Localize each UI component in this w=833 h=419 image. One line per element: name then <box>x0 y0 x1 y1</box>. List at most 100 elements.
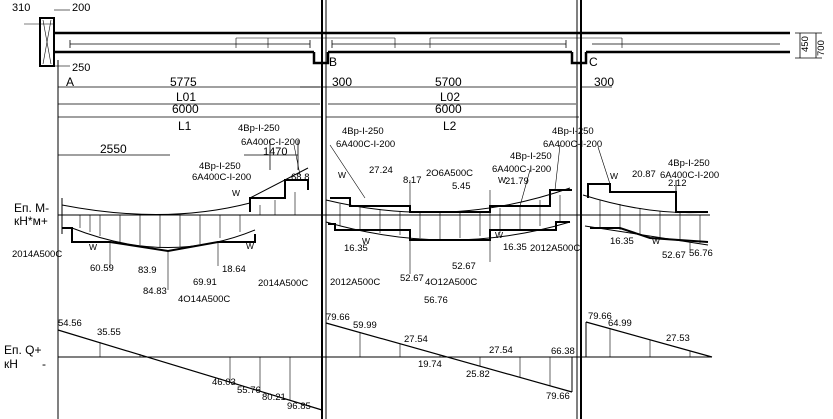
shear-27-54-a: 27.54 <box>404 334 428 345</box>
moment-label-1: Еп. М- <box>14 201 49 215</box>
shear-59-99: 59.99 <box>353 320 377 331</box>
shear-66-38: 66.38 <box>551 346 575 357</box>
rebar-w-7: W <box>362 236 370 246</box>
rebar-s6a: 4Вр-I-250 <box>668 158 710 169</box>
support-c: C <box>589 55 598 69</box>
shear-64-99: 64.99 <box>608 318 632 329</box>
moment-18-64: 18.64 <box>222 264 246 275</box>
dim-700: 700 <box>816 40 827 56</box>
moment-20-87: 20.87 <box>632 169 656 180</box>
rebar-s5b: 6А400С-I-200 <box>543 139 602 150</box>
rebar-b1: 2014А500С <box>12 249 62 260</box>
dim-310: 310 <box>12 2 30 14</box>
rebar-b6: 4О12А500С <box>425 277 477 288</box>
moment-83-9: 83.9 <box>138 265 157 276</box>
dim-L2: L2 <box>443 119 457 133</box>
moment-diagram <box>61 144 709 290</box>
rebar-w-3: W <box>498 175 506 185</box>
moment-16-35-c: 16.35 <box>610 236 634 247</box>
support-a: A <box>66 75 74 89</box>
rebar-s1a: 4Вр-I-250 <box>238 123 280 134</box>
frame-lines <box>57 0 712 419</box>
rebar-b7: 2012А500С <box>530 243 580 254</box>
dim-5700: 5700 <box>435 75 462 89</box>
moment-5-45: 5.45 <box>452 181 471 192</box>
shear-79-66-c: 79.66 <box>588 311 612 322</box>
rebar-s3a: 4Вр-I-250 <box>342 126 384 137</box>
moment-60-59: 60.59 <box>90 263 114 274</box>
rebar-w-1: W <box>232 188 240 198</box>
rebar-s5a: 4Вр-I-250 <box>552 126 594 137</box>
dim-6000-a: 6000 <box>172 102 199 116</box>
moment-52-67-c: 52.67 <box>662 250 686 261</box>
shear-55-76: 55.76 <box>237 385 261 396</box>
dim-450: 450 <box>800 36 811 52</box>
dim-200: 200 <box>72 2 90 14</box>
dim-6000-b: 6000 <box>435 102 462 116</box>
shear-19-74: 19.74 <box>418 359 442 370</box>
moment-label-2: кН*м+ <box>14 214 48 228</box>
dim-L02: L02 <box>440 90 460 104</box>
rebar-w-2: W <box>338 170 346 180</box>
moment-values: 68.8 60.59 83.9 84.83 69.91 18.64 27.24 … <box>90 165 713 306</box>
rebar-s1b: 6А400С-I-200 <box>241 137 300 148</box>
rebar-b4: 2012А500С <box>330 277 380 288</box>
shear-25-82: 25.82 <box>466 369 490 380</box>
rebar-w-9: W <box>652 236 660 246</box>
rebar-s6b: 6А400С-I-200 <box>660 170 719 181</box>
support-b: B <box>329 55 337 69</box>
rebar-s2a: 4Вр-I-250 <box>199 161 241 172</box>
rebar-s2b: 6А400С-I-200 <box>192 172 251 183</box>
slab-section <box>24 9 822 72</box>
dim-2550: 2550 <box>100 142 127 156</box>
shear-79-66-b: 79.66 <box>546 391 570 402</box>
shear-35-55: 35.55 <box>97 327 121 338</box>
rebar-w-8: W <box>495 230 503 240</box>
rebar-notes: 4Вр-I-250 6А400С-I-200 4Вр-I-250 6А400С-… <box>12 123 719 305</box>
dim-250: 250 <box>72 62 90 74</box>
shear-46-03: 46.03 <box>212 377 236 388</box>
shear-diagram <box>57 321 713 411</box>
shear-values: 54.56 35.55 46.03 55.76 80.21 96.85 79.6… <box>58 311 690 412</box>
axis-labels: Еп. М- кН*м+ Еп. Q+ кН - <box>4 201 49 371</box>
shear-label-1: Еп. Q+ <box>4 343 42 357</box>
shear-label-3: - <box>42 357 46 371</box>
dim-1470: 1470 <box>263 146 287 158</box>
moment-56-76-b: 56.76 <box>689 248 713 259</box>
rebar-s3b: 6А400С-I-200 <box>336 139 395 150</box>
moment-68-8: 68.8 <box>291 172 310 183</box>
shear-54-56: 54.56 <box>58 318 82 329</box>
rebar-w-4: W <box>610 171 618 181</box>
moment-84-83: 84.83 <box>143 286 167 297</box>
rebar-b3: 2014А500С <box>258 278 308 289</box>
dim-5775: 5775 <box>170 75 197 89</box>
rebar-w-6: W <box>246 241 254 251</box>
dimension-lines <box>58 86 612 170</box>
rebar-s4b: 6А400С-I-200 <box>492 164 551 175</box>
shear-27-53: 27.53 <box>666 333 690 344</box>
moment-52-67-b: 52.67 <box>452 261 476 272</box>
moment-69-91: 69.91 <box>193 277 217 288</box>
moment-16-35-b: 16.35 <box>503 242 527 253</box>
moment-21-79: 21.79 <box>505 176 529 187</box>
shear-80-21: 80.21 <box>262 392 286 403</box>
rebar-b5: 2О6А500С <box>426 168 473 179</box>
shear-79-66-a: 79.66 <box>326 312 350 323</box>
moment-56-76-a: 56.76 <box>424 295 448 306</box>
moment-16-35-a: 16.35 <box>344 243 368 254</box>
moment-27-24: 27.24 <box>369 165 393 176</box>
moment-52-67-a: 52.67 <box>400 273 424 284</box>
dimension-labels: 310 200 250 A B C 5775 300 5700 300 L01 … <box>12 2 827 158</box>
shear-label-2: кН <box>4 357 18 371</box>
dim-300-a: 300 <box>332 75 352 89</box>
moment-2-12: 2.12 <box>668 178 687 189</box>
shear-96-85: 96.85 <box>287 401 311 412</box>
moment-8-17: 8.17 <box>403 175 422 186</box>
rebar-s4a: 4Вр-I-250 <box>510 151 552 162</box>
shear-27-54-b: 27.54 <box>489 345 513 356</box>
dim-L01: L01 <box>176 90 196 104</box>
dim-L1: L1 <box>178 119 192 133</box>
dim-300-b: 300 <box>594 75 614 89</box>
rebar-w-5: W <box>89 242 97 252</box>
